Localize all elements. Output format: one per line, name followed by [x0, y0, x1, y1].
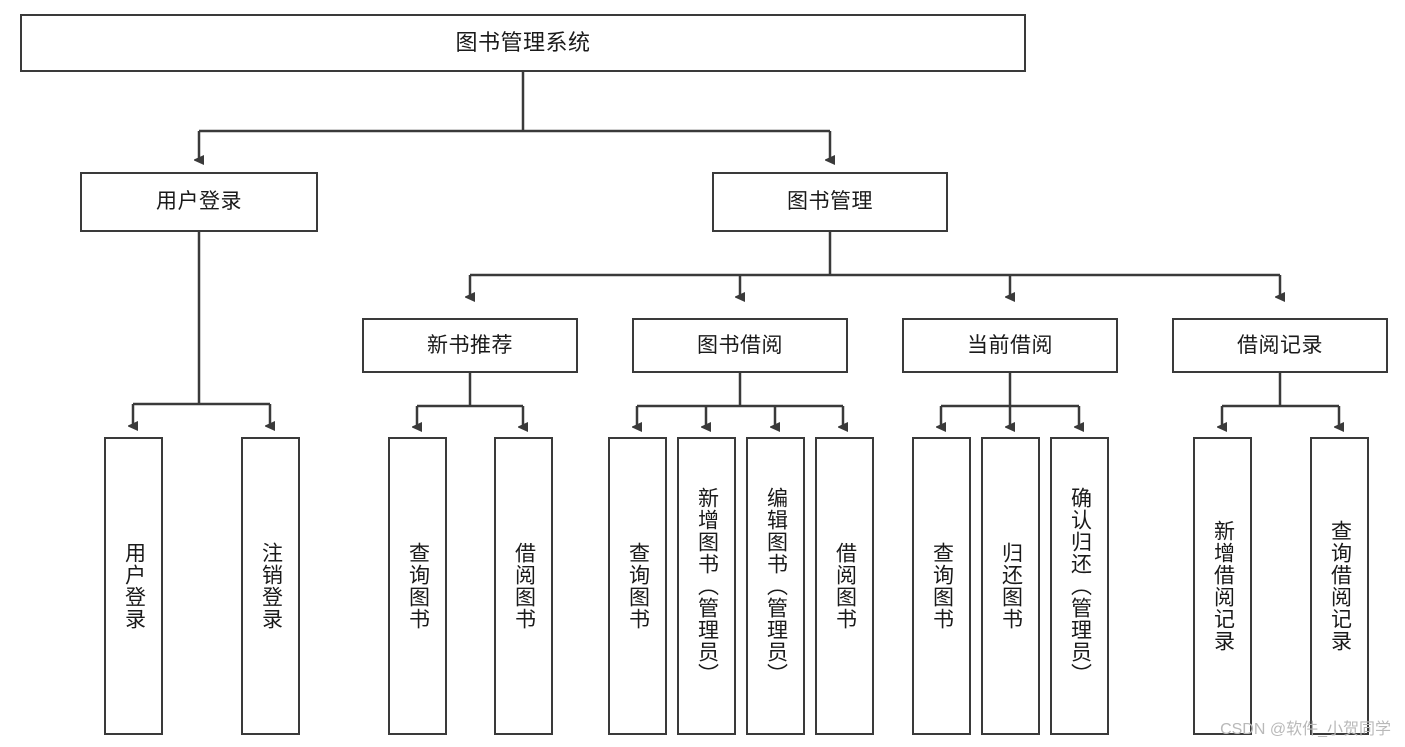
node-new-book-recommendation[interactable]: 新书推荐 [362, 318, 578, 373]
node-label: 借阅图书 [833, 542, 857, 630]
leaf-borrow-book[interactable]: 借阅图书 [815, 437, 874, 735]
node-label: 借阅记录 [1237, 333, 1323, 357]
node-label: 当前借阅 [967, 333, 1053, 357]
node-label: 借阅图书 [512, 542, 536, 630]
node-label: 新增图书（管理员） [695, 487, 719, 685]
node-label: 新增借阅记录 [1211, 520, 1235, 652]
node-label: 查询图书 [406, 542, 430, 630]
node-label: 查询图书 [626, 542, 650, 630]
node-borrowing-record[interactable]: 借阅记录 [1172, 318, 1388, 373]
leaf-user-login[interactable]: 用户登录 [104, 437, 163, 735]
leaf-borrow-book-recommend[interactable]: 借阅图书 [494, 437, 553, 735]
leaf-query-book-recommend[interactable]: 查询图书 [388, 437, 447, 735]
leaf-query-borrow-record[interactable]: 查询借阅记录 [1310, 437, 1369, 735]
leaf-add-book-admin[interactable]: 新增图书（管理员） [677, 437, 736, 735]
node-user-login[interactable]: 用户登录 [80, 172, 318, 232]
node-label: 查询借阅记录 [1328, 520, 1352, 652]
node-label: 用户登录 [122, 542, 146, 630]
leaf-confirm-return-admin[interactable]: 确认归还（管理员） [1050, 437, 1109, 735]
node-label: 归还图书 [999, 542, 1023, 630]
node-label: 图书借阅 [697, 333, 783, 357]
node-label: 编辑图书（管理员） [764, 487, 788, 685]
watermark-text: CSDN @软件_小贺同学 [1220, 721, 1391, 738]
node-label: 确认归还（管理员） [1068, 487, 1092, 685]
node-root-book-management-system[interactable]: 图书管理系统 [20, 14, 1026, 72]
node-label: 图书管理系统 [455, 29, 591, 55]
node-book-management[interactable]: 图书管理 [712, 172, 948, 232]
node-label: 图书管理 [787, 190, 873, 214]
node-label: 查询图书 [930, 542, 954, 630]
node-current-borrowing[interactable]: 当前借阅 [902, 318, 1118, 373]
leaf-logout[interactable]: 注销登录 [241, 437, 300, 735]
leaf-add-borrow-record[interactable]: 新增借阅记录 [1193, 437, 1252, 735]
leaf-edit-book-admin[interactable]: 编辑图书（管理员） [746, 437, 805, 735]
leaf-query-book-current[interactable]: 查询图书 [912, 437, 971, 735]
node-book-borrowing[interactable]: 图书借阅 [632, 318, 848, 373]
node-label: 用户登录 [156, 190, 242, 214]
node-label: 注销登录 [259, 542, 283, 630]
leaf-return-book[interactable]: 归还图书 [981, 437, 1040, 735]
node-label: 新书推荐 [427, 333, 513, 357]
leaf-query-book-borrow[interactable]: 查询图书 [608, 437, 667, 735]
